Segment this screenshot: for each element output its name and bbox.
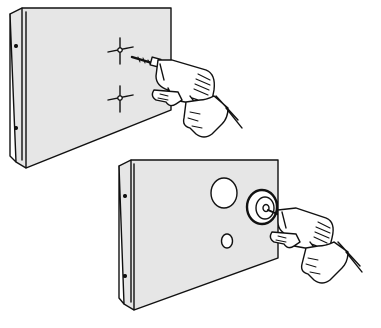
screw-dot [122, 274, 127, 279]
screw-dot [13, 125, 18, 130]
small-cut-hole [220, 233, 234, 249]
drill-mark-upper [107, 37, 134, 65]
panel-edge-line [21, 7, 27, 169]
top-panel [9, 7, 243, 169]
large-cut-hole [210, 177, 238, 209]
hole-saw-icon [245, 188, 283, 226]
panel-edge-line [118, 165, 125, 305]
drill-mark-lower [107, 85, 134, 113]
wall-panel-top [9, 7, 172, 169]
wall-panel-bottom [118, 159, 279, 311]
hand-top-grip [182, 95, 243, 138]
hand-bottom-front [269, 231, 301, 249]
screw-dot [122, 193, 127, 198]
hand-bottom-grip [300, 241, 363, 284]
power-drill-icon [277, 207, 334, 251]
bottom-panel [118, 159, 363, 311]
panel-edge-line [130, 159, 135, 311]
screw-dot [13, 44, 18, 49]
panel-edge-line [9, 13, 17, 163]
hand-top-front [151, 89, 183, 107]
